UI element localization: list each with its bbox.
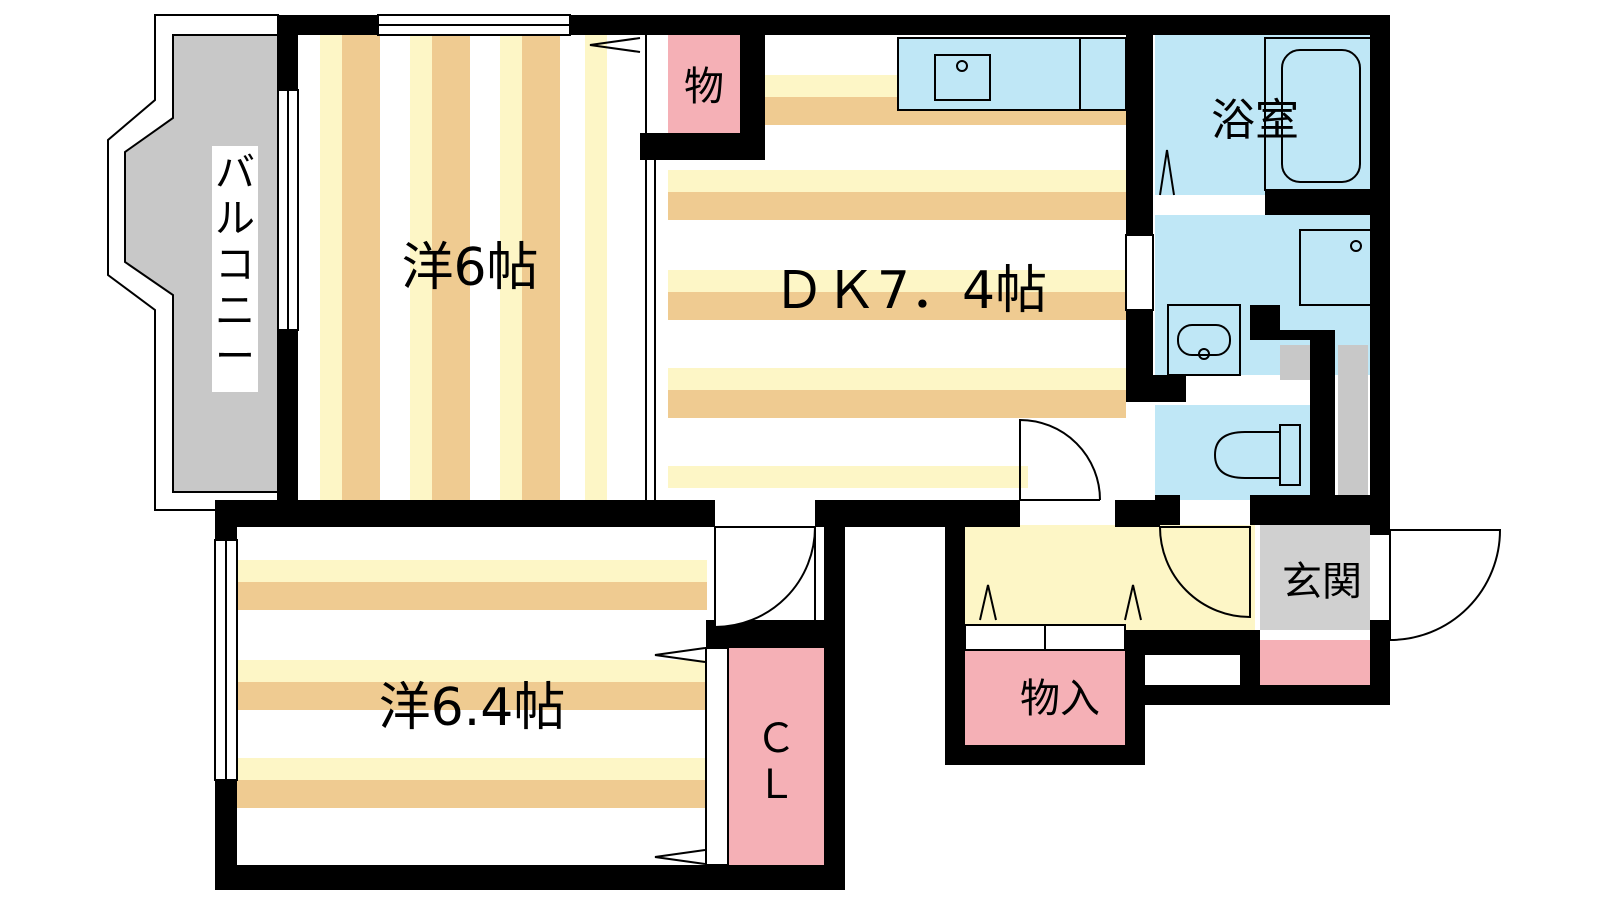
room-label-storage-small: 物 [684, 64, 724, 110]
room-label-western-64: 洋6.4帖 [379, 678, 566, 738]
balcony-char: ー [215, 334, 255, 380]
room-label-cl-1: Ｃ [756, 716, 796, 762]
wash-room [1155, 215, 1375, 495]
balcony-char: バ [215, 150, 255, 196]
doors [589, 35, 1502, 865]
balcony-char: ル [215, 196, 255, 242]
kitchen-counter [897, 37, 1127, 111]
room-label-western-6: 洋6帖 [401, 238, 538, 298]
small-storage [668, 35, 740, 133]
room-label-entrance: 玄関 [1282, 559, 1362, 605]
toilet-room [1155, 405, 1315, 500]
balcony-char: コ [215, 242, 255, 288]
windows [214, 14, 1154, 781]
room-label-closet-storage: 物入 [1020, 676, 1100, 722]
closet-storage [964, 624, 1126, 745]
balcony-label: バ ル コ ニ ー [215, 150, 255, 380]
bathroom [1155, 35, 1375, 195]
room-label-cl-2: Ｌ [756, 762, 796, 808]
western-room-64-floor [237, 527, 707, 867]
western-room-6-floor [296, 35, 646, 500]
room-label-bath: 浴室 [1211, 95, 1299, 146]
room-labels: 洋6帖 ＤＫ7．4帖 洋6.4帖 浴室 玄関 物 物入 Ｃ Ｌ バ ル コ ニ … [215, 64, 1362, 808]
balcony-char: ニ [215, 288, 255, 334]
room-label-dk: ＤＫ7．4帖 [773, 261, 1047, 321]
balcony [107, 14, 279, 511]
cl-closet [705, 647, 824, 866]
walls [215, 15, 1390, 890]
